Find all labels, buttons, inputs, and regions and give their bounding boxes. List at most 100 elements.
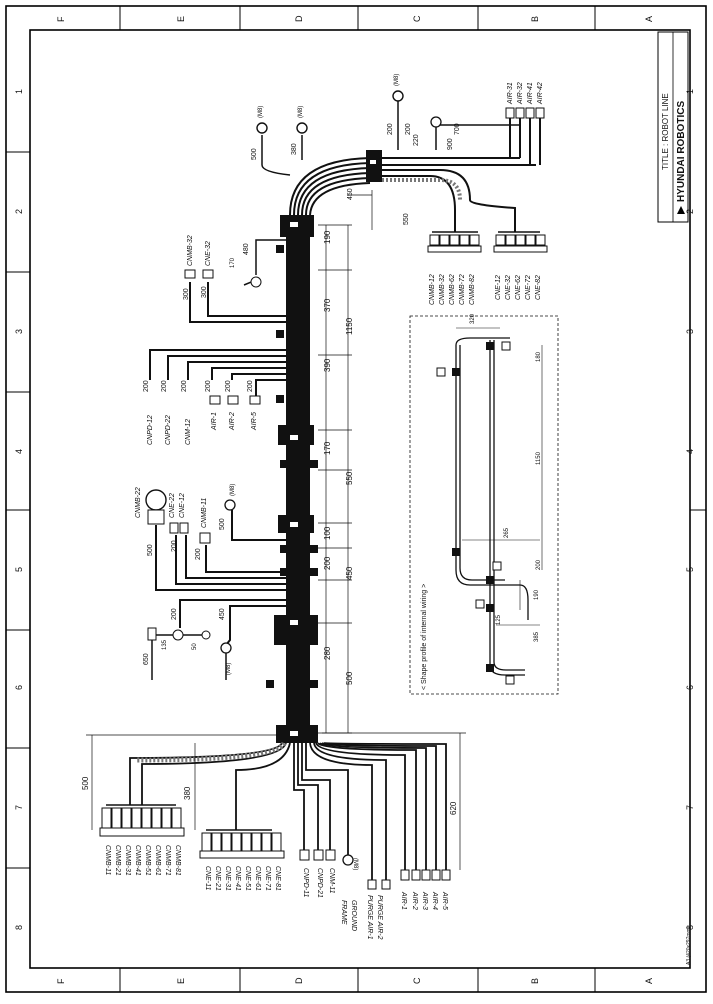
round-connector-icon [145, 489, 167, 511]
shielded-cable [135, 741, 287, 763]
cne-right-label: CNE-62 [515, 275, 522, 300]
valve-icon [250, 276, 262, 288]
zone-number-8: 8 [14, 925, 24, 930]
dim-700: 700 [454, 123, 461, 135]
cnpd-22-label: CNPD-22 [165, 415, 172, 445]
dim-200: 200 [387, 123, 394, 135]
company-name: HYUNDAI ROBOTICS [676, 101, 687, 202]
hyundai-logo-icon [677, 206, 685, 214]
top-ground-leads [261, 100, 399, 176]
dim-170: 170 [323, 441, 332, 455]
inset-caption: < Shape profile of internal wiring > [421, 584, 428, 690]
cne-bottom-label: CNE-81 [274, 866, 281, 891]
cne-12-label: CNE-12 [179, 493, 186, 518]
air-fitting-icon [430, 116, 442, 128]
air-2-upper-label: AIR-2 [229, 412, 236, 431]
air-bottom-ports [400, 869, 451, 881]
dim-650: 650 [143, 653, 150, 665]
cne-22-connector [169, 522, 179, 534]
air-5-upper-label: AIR-5 [251, 412, 258, 431]
cnpd-12-label: CNPD-12 [147, 415, 154, 445]
valve-icon [172, 629, 184, 641]
ground-lug-icon [392, 90, 404, 102]
zone-ticks [6, 6, 706, 992]
cnmb-bottom-label: CNMB-21 [114, 845, 121, 876]
zone-number-6: 6 [14, 685, 24, 690]
ground-lug-size: (M8) [226, 663, 232, 675]
dim-380: 500 [81, 776, 90, 790]
inset-dim: 1150 [536, 451, 542, 465]
zone-letter-top-e: E [176, 16, 186, 22]
dim-220: 220 [413, 134, 420, 146]
air-port-label: AIR-42 [537, 82, 544, 105]
zone-number-2: 2 [14, 209, 24, 214]
dim-500: 500 [147, 544, 154, 556]
cnmb-bottom-label: CNMB-31 [124, 845, 131, 876]
dim-450: 450 [219, 608, 226, 620]
zone-letter-bottom-e: E [176, 978, 186, 984]
ground-lug-icon [220, 642, 232, 654]
drawing-title: TITLE : ROBOT LINE [661, 93, 670, 170]
dim-900: 900 [447, 138, 454, 150]
inset-dim: 265 [504, 527, 510, 538]
outer-frame [5, 5, 707, 993]
main-dimension-lines [318, 190, 373, 734]
ground-lug-size: (M8) [298, 106, 304, 118]
zone-number-right-4: 4 [685, 449, 695, 454]
shielded-cable [382, 178, 462, 201]
cnpd-bottom-connectors [299, 849, 336, 861]
inset-dim: 320 [470, 313, 476, 324]
main-harness [266, 215, 318, 743]
cnmb-11-connector [199, 532, 211, 544]
cnmb-bottom-label: CNMB-11 [104, 845, 111, 875]
dim-200: 200 [323, 556, 332, 570]
zone-letter-bottom-b: B [530, 978, 540, 984]
inset-dimension-lines [456, 327, 543, 626]
dim-370: 370 [323, 298, 332, 312]
cnmb-32-label: CNMB-32 [187, 235, 194, 266]
ground-lug-icon [296, 122, 308, 134]
bottom-dimension-lines [86, 732, 466, 870]
ground-lug-icon [224, 499, 236, 511]
top-hub-connector [366, 150, 382, 182]
hub-right-branches [382, 157, 536, 232]
zone-letter-top-d: D [294, 15, 304, 22]
dim-200: 200 [195, 548, 202, 560]
dim-135: 135 [162, 639, 168, 650]
dim-500: 380 [183, 786, 192, 800]
inset-clamps [436, 341, 515, 685]
dim-620: 620 [449, 801, 458, 815]
zone-number-right-2: 2 [685, 209, 695, 214]
dim-300: 300 [183, 288, 190, 300]
top-fanout [289, 157, 371, 216]
bottom-fanout [129, 742, 447, 880]
cnmb-bottom-label: CNMB-61 [154, 845, 161, 876]
dim-170: 170 [230, 257, 236, 268]
cnmb-right-label: CNMB-12 [429, 274, 436, 305]
cne-right-label: CNE-72 [525, 275, 532, 300]
sheet-size: A3 (420x297mm) [686, 926, 692, 965]
air-port-label: AIR-31 [507, 82, 514, 105]
cne-bottom-label: CNE-31 [224, 866, 231, 891]
dim-200: 200 [205, 380, 212, 392]
zone-number-4: 4 [14, 449, 24, 454]
dim-380: 380 [291, 143, 298, 155]
dim-50: 50 [192, 643, 198, 650]
air-bottom-label: AIR-1 [400, 891, 407, 910]
cnm-12-label: CNM-12 [185, 419, 192, 445]
dim-500: 500 [251, 148, 258, 160]
dim-190: 190 [323, 230, 332, 244]
cne-bottom-label: CNE-51 [244, 866, 251, 891]
dim-500: 500 [219, 518, 226, 530]
zone-number-right-6: 6 [685, 685, 695, 690]
dim-200: 200 [181, 380, 188, 392]
cne-bottom-label: CNE-61 [254, 866, 261, 891]
cnmb-bottom-label: CNMB-51 [144, 845, 151, 876]
cne-right-label: CNE-82 [535, 275, 542, 300]
dim-450: 450 [345, 566, 354, 580]
dim-450: 450 [347, 188, 354, 200]
zone-letter-bottom-f: F [56, 978, 66, 984]
zone-number-1: 1 [14, 89, 24, 94]
cne-bottom-label: CNE-41 [234, 866, 241, 891]
cnm-11-label: CNM-11 [328, 868, 335, 894]
